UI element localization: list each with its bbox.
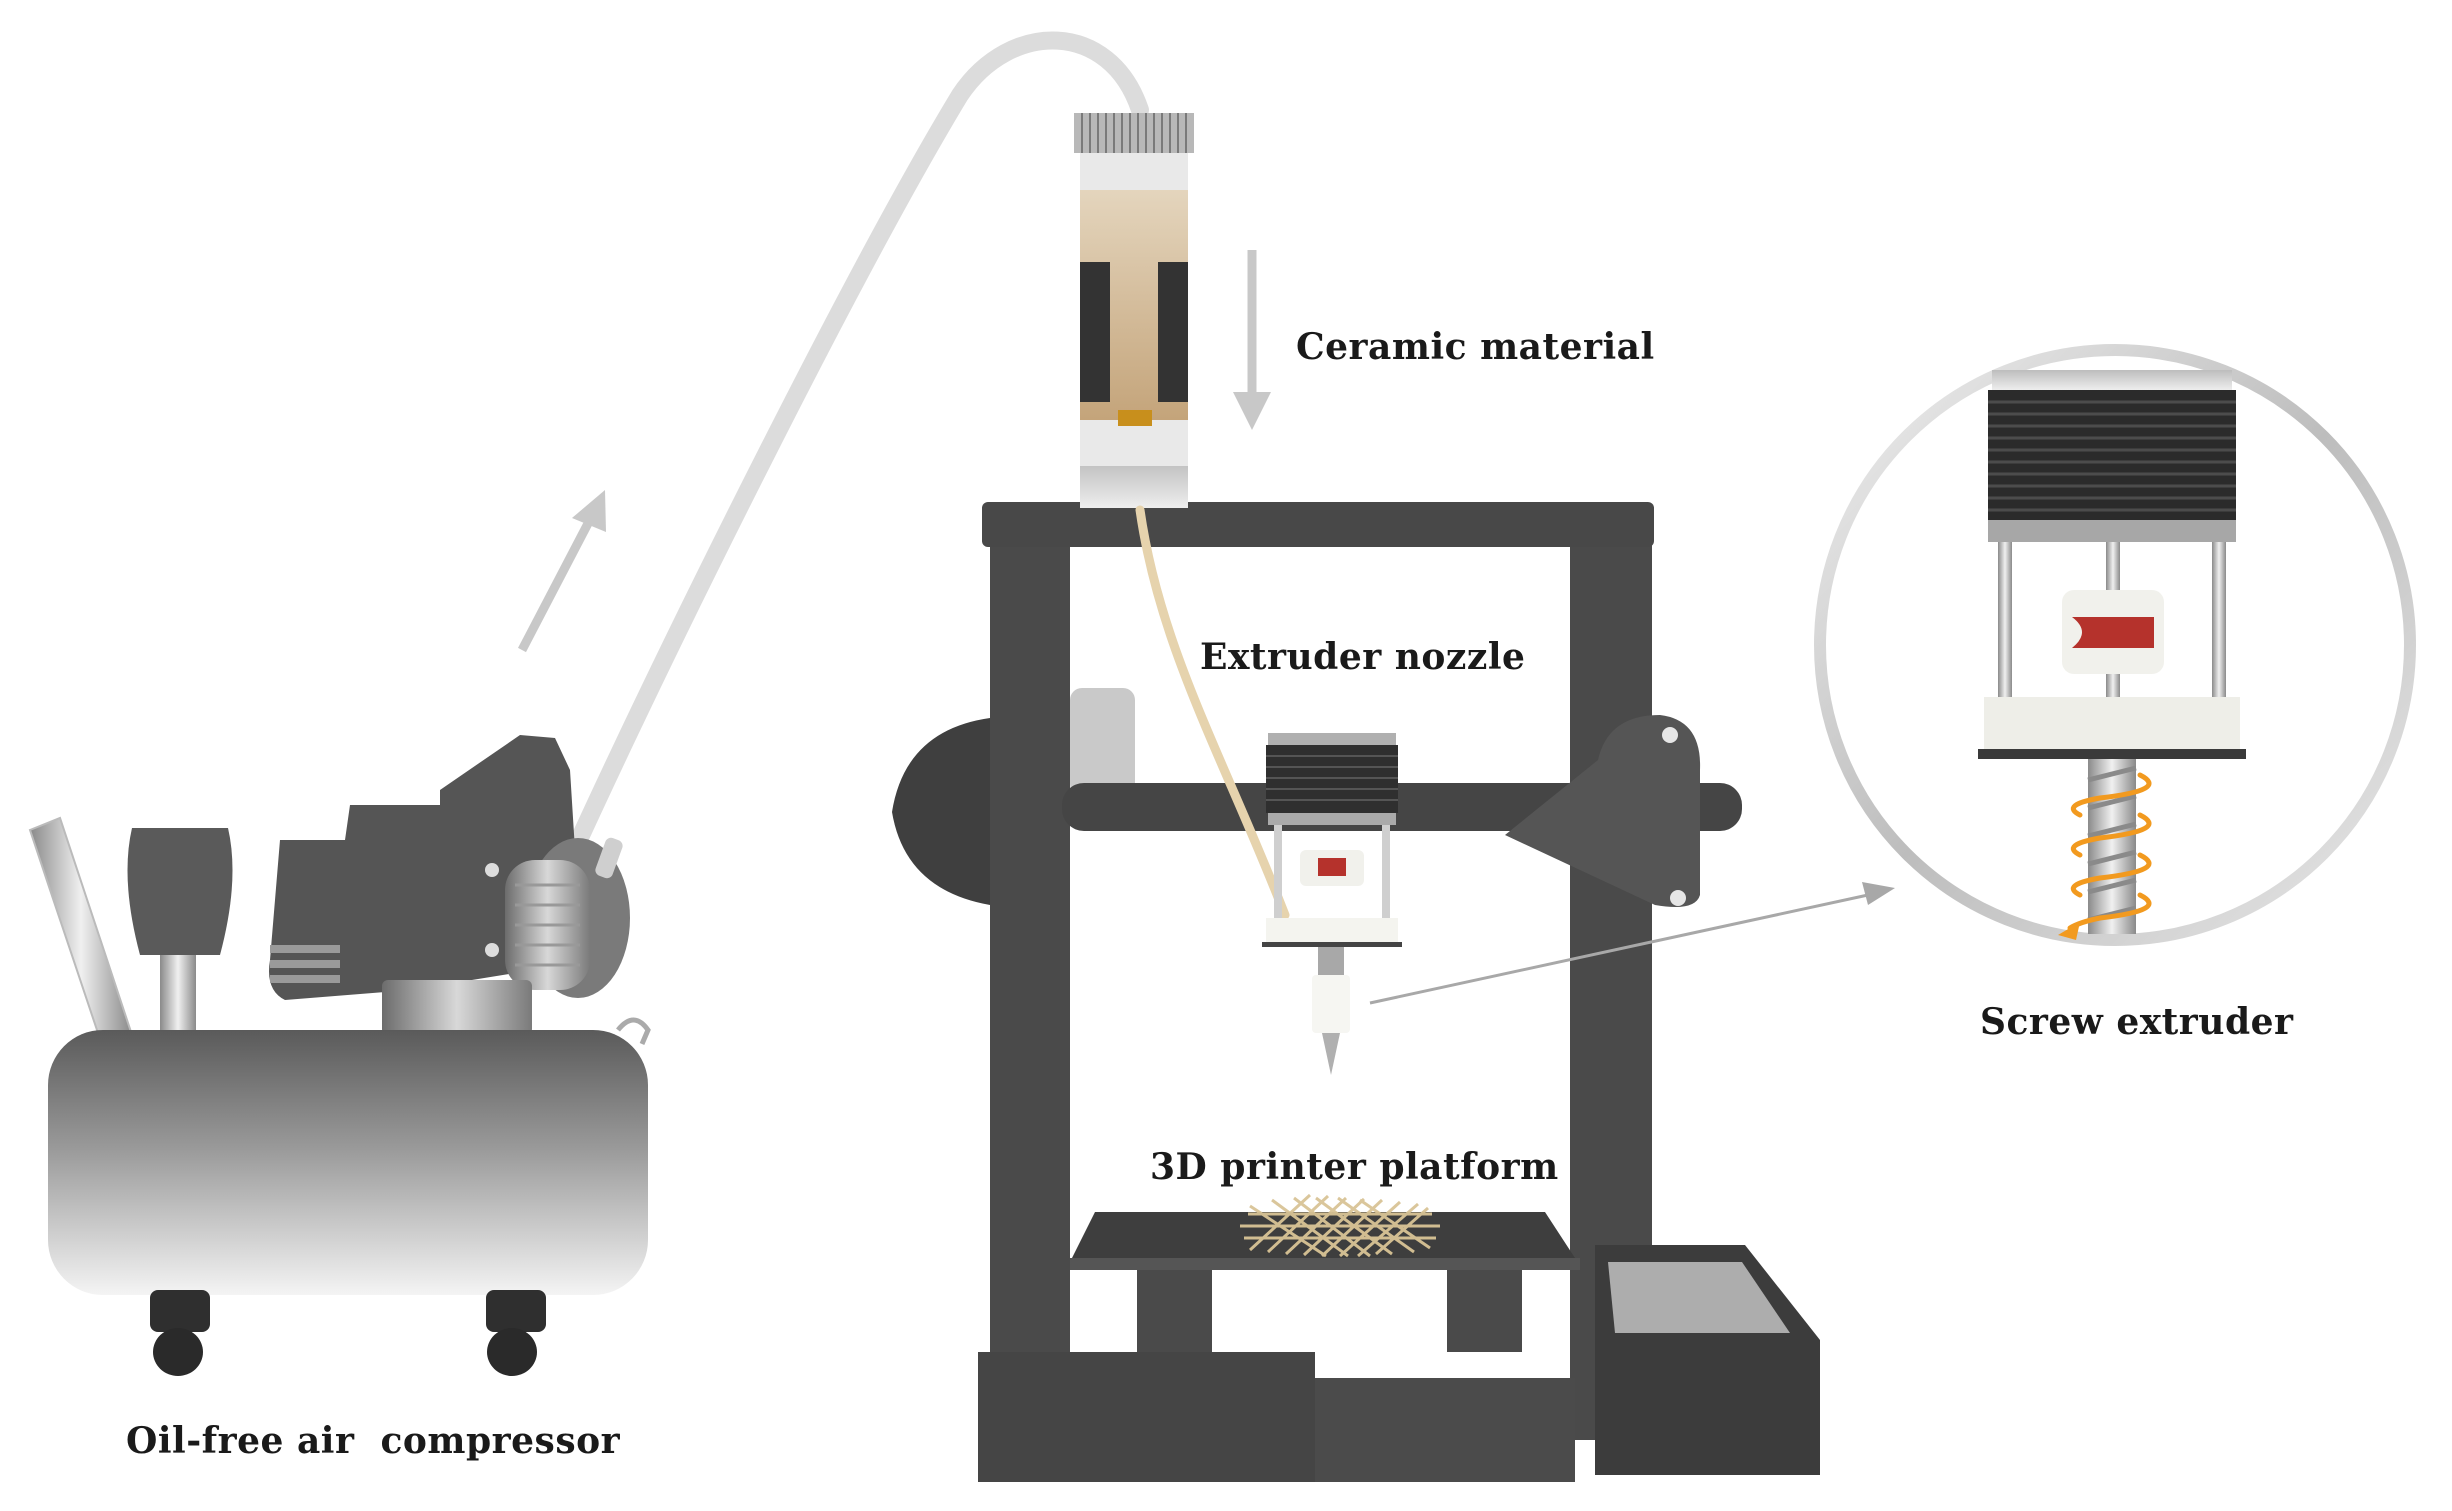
screw-extruder-label: Screw extruder	[1980, 1001, 2294, 1043]
compressor-label: Oil-free air compressor	[126, 1420, 621, 1462]
extruder-nozzle-label: Extruder nozzle	[1200, 636, 1526, 678]
air-compressor	[28, 735, 651, 1376]
compressor-wheels	[150, 1290, 546, 1376]
printer-platform-label: 3D printer platform	[1150, 1146, 1559, 1188]
ceramic-material-label: Ceramic material	[1296, 326, 1655, 368]
ceramic-cartridge	[1074, 113, 1194, 508]
printed-ceramic-lattice	[1240, 1193, 1440, 1258]
extruder-nozzle-assembly	[1262, 733, 1402, 1075]
material-flow-arrow	[1233, 250, 1271, 430]
callout-arrow	[1369, 882, 1895, 1005]
material-feed-tube	[1135, 505, 1290, 920]
air-hose	[569, 31, 1149, 851]
screw-extruder-zoom	[1814, 344, 2416, 946]
air-flow-arrow	[518, 490, 606, 653]
